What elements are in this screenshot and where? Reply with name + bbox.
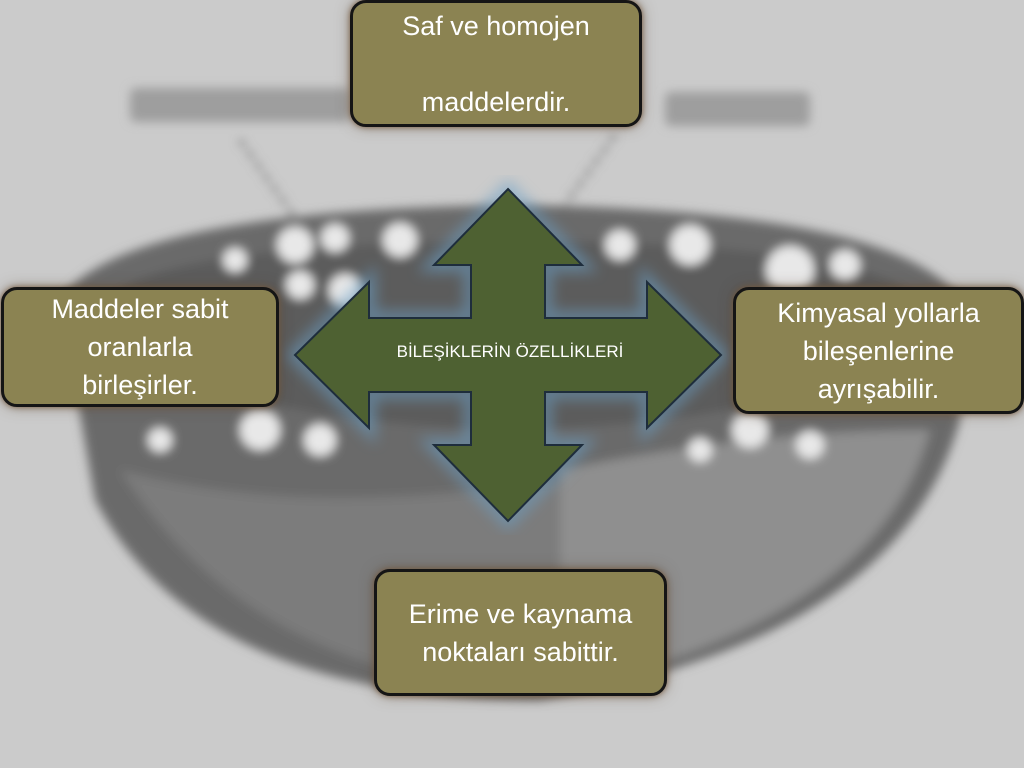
property-text-line: Erime ve kaynama [408, 598, 633, 629]
property-text-line: birleşirler. [82, 370, 198, 400]
four-way-arrow [285, 178, 731, 532]
center-label: BİLEŞİKLERİN ÖZELLİKLERİ [396, 342, 624, 361]
property-box-right: Kimyasal yollarla bileşenlerine ayrışabi… [733, 287, 1024, 414]
property-text-line: Maddeler sabit [51, 294, 229, 324]
property-box-bottom: Erime ve kaynama noktaları sabittir. [374, 569, 667, 696]
property-text-line: oranlarla [87, 332, 193, 362]
property-text-line: Saf ve homojen [402, 11, 590, 41]
property-text-line: Kimyasal yollarla [777, 297, 980, 328]
property-text-line: ayrışabilir. [817, 373, 940, 404]
property-text-line: maddelerdir. [421, 87, 571, 117]
property-text-line: noktaları sabittir. [422, 636, 619, 667]
property-text-line: bileşenlerine [802, 335, 955, 366]
property-box-top: Saf ve homojen maddelerdir. [350, 0, 642, 127]
property-box-left: Maddeler sabit oranlarla birleşirler. [1, 287, 279, 407]
